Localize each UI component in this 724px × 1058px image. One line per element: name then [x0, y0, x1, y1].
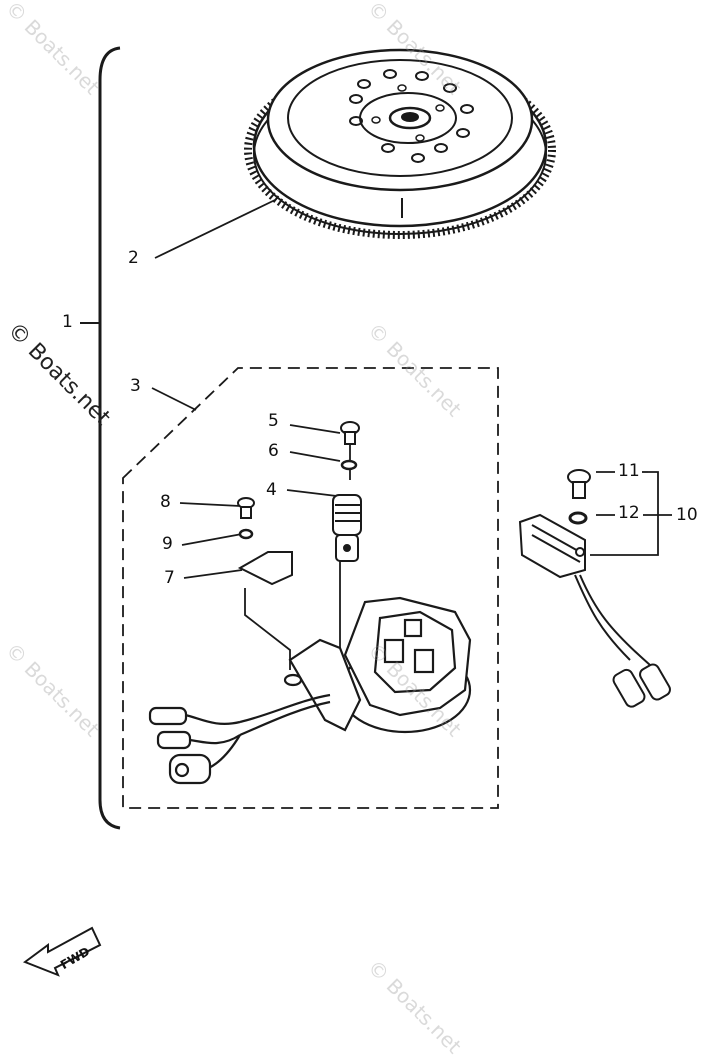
group-bracket	[98, 46, 121, 830]
callout-3: 3	[130, 376, 141, 396]
fwd-arrow	[22, 926, 102, 977]
screw-5	[340, 421, 360, 445]
pulser-coil-4	[332, 494, 362, 562]
washer-6	[340, 459, 358, 471]
callout-5: 5	[268, 411, 279, 431]
bracket-7	[237, 551, 293, 586]
callout-9: 9	[162, 534, 173, 554]
callout-12: 12	[618, 503, 640, 523]
rectifier-10	[518, 469, 671, 708]
stator-base	[283, 596, 472, 734]
flywheel	[244, 48, 556, 239]
parts-diagram	[22, 46, 672, 977]
callout-4: 4	[266, 480, 277, 500]
screw-8	[237, 497, 255, 519]
callout-1: 1	[62, 312, 73, 332]
callout-11: 11	[618, 461, 640, 481]
callout-10: 10	[676, 505, 698, 525]
callout-8: 8	[160, 492, 171, 512]
callout-2: 2	[128, 248, 139, 268]
callout-6: 6	[268, 441, 279, 461]
leader-lines	[151, 199, 672, 670]
washer-9	[238, 528, 254, 540]
wire-harness	[148, 693, 331, 785]
callout-7: 7	[164, 568, 175, 588]
